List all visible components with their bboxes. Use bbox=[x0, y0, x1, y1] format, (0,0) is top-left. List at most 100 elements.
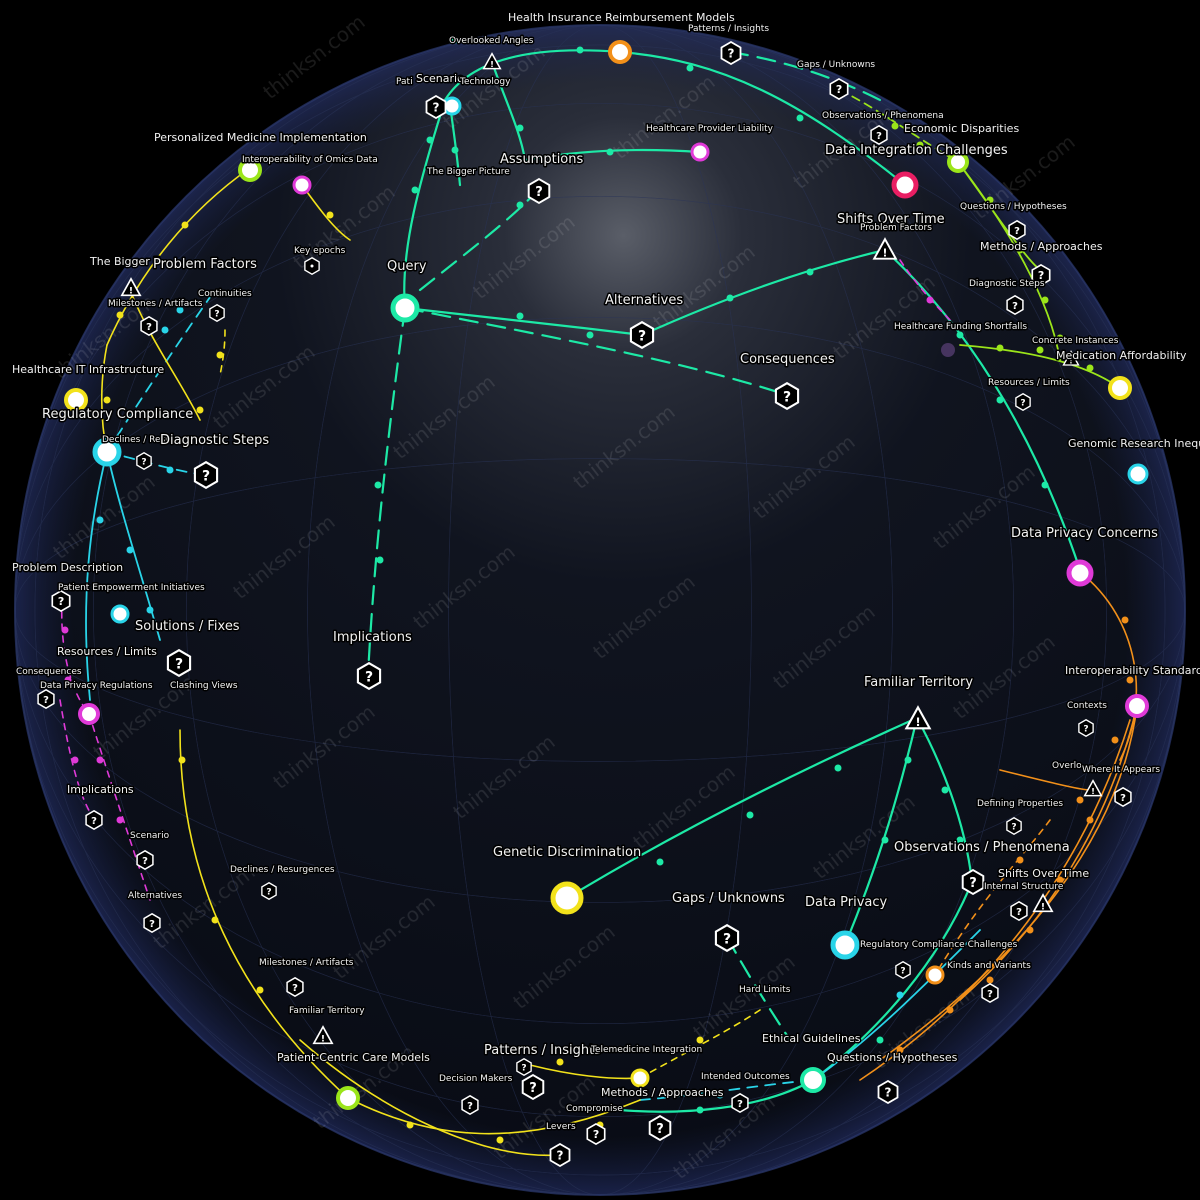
node-ethical[interactable] bbox=[800, 1067, 826, 1093]
q-marker-consequences-left[interactable] bbox=[37, 689, 55, 709]
q-marker-intended[interactable] bbox=[731, 1093, 749, 1113]
q-marker-implications-left[interactable] bbox=[85, 810, 103, 830]
edge-scenario-top bbox=[443, 49, 622, 102]
label-bigger-f: The Bigger F bbox=[89, 255, 160, 268]
edge-dot bbox=[64, 676, 72, 684]
edge-yellow-diag bbox=[129, 289, 201, 421]
edge-diag-left bbox=[85, 451, 108, 701]
q-marker-assumptions[interactable] bbox=[527, 178, 551, 204]
q-marker-where-appears[interactable] bbox=[1114, 787, 1132, 807]
label-patterns-insights-top: Patterns / Insights bbox=[688, 24, 769, 34]
q-marker-milestones-top[interactable] bbox=[140, 316, 158, 336]
q-marker-kinds-variants[interactable] bbox=[981, 983, 999, 1003]
node-medication[interactable] bbox=[1108, 376, 1132, 400]
node-genomic[interactable] bbox=[1127, 463, 1149, 485]
q-marker-patterns-bottom[interactable] bbox=[521, 1074, 545, 1100]
q-marker-compromise[interactable] bbox=[586, 1123, 606, 1145]
edge-observations-ethical bbox=[811, 880, 974, 1082]
edge-dot bbox=[166, 466, 174, 474]
edge-dot bbox=[806, 268, 814, 276]
label-layer: Health Insurance Reimbursement Models Pa… bbox=[11, 10, 1200, 1134]
q-marker-problem-desc[interactable] bbox=[51, 590, 71, 612]
node-kinds-variants[interactable] bbox=[925, 965, 945, 985]
q-marker-scenario[interactable] bbox=[425, 95, 447, 119]
node-economic[interactable] bbox=[947, 151, 969, 173]
label-internal: Internal Structure bbox=[984, 882, 1064, 892]
q-marker-declines-bottom[interactable] bbox=[261, 882, 277, 900]
node-interop-standards[interactable] bbox=[1125, 694, 1149, 718]
node-genetic-discrimination[interactable] bbox=[550, 881, 584, 915]
node-omics[interactable] bbox=[292, 175, 312, 195]
label-query: Query bbox=[387, 259, 427, 274]
label-omics: Interoperability of Omics Data bbox=[242, 155, 378, 165]
node-patient-centric[interactable] bbox=[336, 1086, 360, 1110]
edge-cyan-bottom bbox=[639, 1079, 814, 1101]
q-marker-key-epochs[interactable] bbox=[304, 257, 320, 275]
edge-dot bbox=[606, 148, 614, 156]
q-marker-patterns-top[interactable] bbox=[720, 41, 742, 65]
q-marker-implications[interactable] bbox=[356, 662, 382, 690]
edge-lime-med bbox=[959, 344, 1121, 389]
label-scenario-top: Scenario bbox=[416, 72, 464, 85]
edge-query-scenario bbox=[403, 98, 447, 310]
q-marker-clashing[interactable] bbox=[166, 649, 192, 677]
edge-top-gaps bbox=[728, 50, 882, 102]
edge-dot bbox=[941, 786, 949, 794]
node-diagnostic[interactable] bbox=[92, 437, 122, 467]
edge-dot bbox=[986, 196, 994, 204]
q-marker-decision-makers[interactable] bbox=[461, 1095, 479, 1115]
q-marker-methods-bottom[interactable] bbox=[648, 1115, 672, 1141]
node-telemedicine[interactable] bbox=[630, 1068, 650, 1088]
node-data-integration[interactable] bbox=[891, 171, 919, 199]
edge-dot bbox=[196, 406, 204, 414]
label-scenario-left: Scenario bbox=[130, 831, 170, 841]
label-observations-top: Observations / Phenomena bbox=[822, 111, 944, 121]
node-provider-liability[interactable] bbox=[690, 142, 710, 162]
edge-dot bbox=[116, 816, 124, 824]
edge-dot bbox=[876, 1036, 884, 1044]
q-marker-scenario-left[interactable] bbox=[136, 850, 154, 870]
q-marker-consequences[interactable] bbox=[774, 382, 800, 410]
node-query[interactable] bbox=[390, 293, 420, 323]
label-declines-resu: Declines / Resu bbox=[102, 435, 171, 445]
q-marker-alternatives[interactable] bbox=[629, 321, 655, 349]
label-methods-bottom: Methods / Approaches bbox=[601, 1086, 724, 1099]
q-marker-diagnostic[interactable] bbox=[193, 461, 219, 489]
node-health-insurance[interactable] bbox=[608, 40, 632, 64]
edge-dot bbox=[891, 122, 899, 130]
edge-dot bbox=[496, 1136, 504, 1144]
q-marker-regulatory-challenges[interactable] bbox=[895, 961, 911, 979]
q-marker-milestones-bottom[interactable] bbox=[286, 977, 304, 997]
node-personalized[interactable] bbox=[238, 158, 262, 182]
node-regulatory[interactable] bbox=[64, 388, 88, 412]
node-layer[interactable] bbox=[64, 40, 1149, 1110]
q-marker-observations-right[interactable] bbox=[961, 869, 985, 895]
q-marker-contexts[interactable] bbox=[1078, 719, 1094, 737]
label-familiar-bottom: Familiar Territory bbox=[289, 1006, 365, 1016]
q-marker-continuities[interactable] bbox=[209, 304, 225, 322]
label-assumptions: Assumptions bbox=[500, 152, 583, 167]
q-marker-questions-top[interactable] bbox=[1008, 220, 1026, 240]
q-marker-gaps-top[interactable] bbox=[829, 78, 849, 100]
q-marker-internal-structure[interactable] bbox=[1010, 901, 1028, 921]
q-marker-alternatives-left[interactable] bbox=[143, 913, 161, 933]
label-clashing: Clashing Views bbox=[170, 681, 238, 691]
label-ethical: Ethical Guidelines bbox=[762, 1032, 861, 1045]
q-marker-questions-bottom[interactable] bbox=[877, 1080, 899, 1104]
label-key-epochs: Key epochs bbox=[294, 246, 346, 256]
node-funding-faint bbox=[941, 343, 955, 357]
q-marker-resources-right[interactable] bbox=[1015, 393, 1031, 411]
q-marker-declines[interactable] bbox=[136, 452, 152, 470]
node-data-privacy[interactable] bbox=[830, 930, 860, 960]
q-marker-levers[interactable] bbox=[549, 1143, 571, 1167]
node-patient-empowerment[interactable] bbox=[110, 604, 130, 624]
node-data-privacy-concerns[interactable] bbox=[1066, 559, 1094, 587]
node-data-privacy-regs[interactable] bbox=[78, 703, 100, 725]
q-marker-diagnostic-top[interactable] bbox=[1006, 295, 1024, 315]
q-marker-observations-top[interactable] bbox=[870, 125, 888, 145]
edge-query-consequences bbox=[403, 306, 789, 397]
q-marker-gaps-center[interactable] bbox=[714, 924, 740, 952]
q-marker-defining[interactable] bbox=[1006, 817, 1022, 835]
q-marker-patterns-bottom-2[interactable] bbox=[516, 1058, 532, 1076]
